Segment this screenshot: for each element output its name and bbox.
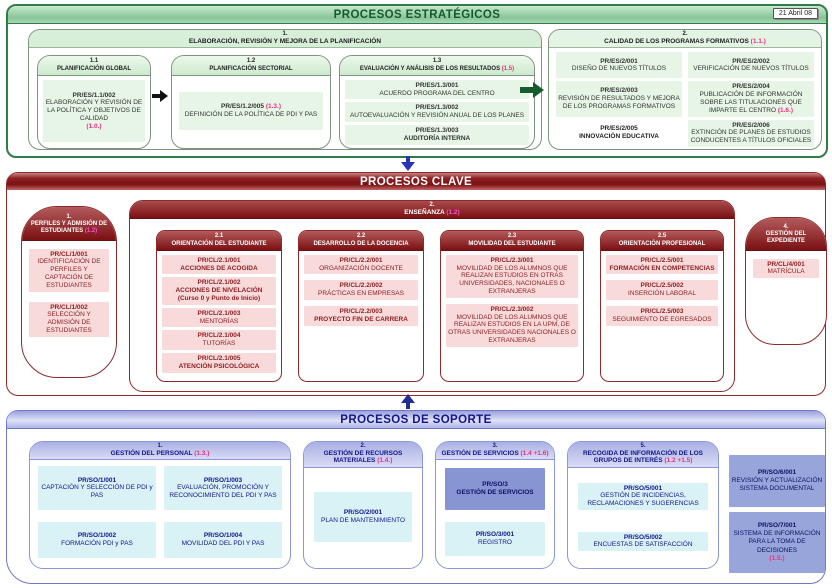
section-title-estrategicos: PROCESOS ESTRATÉGICOS (8, 6, 826, 24)
process-box-toma-decisiones: PR/SO/7/001 SISTEMA DE INFORMACIÓN PARA … (729, 512, 825, 573)
flow-arrow-down-icon (401, 156, 415, 171)
group-header: 5. RECOGIDA DE INFORMACIÓN DE LOS GRUPOS… (568, 442, 718, 468)
process-box: PR/CL/2.1/002 ACCIONES DE NIVELACIÓN (Cu… (162, 277, 276, 305)
process-box: PR/SO/1/002 FORMACIÓN PDI y PAS (38, 522, 156, 558)
process-box: PR/SO/3 GESTIÓN DE SERVICIOS (445, 468, 545, 511)
col-perfiles-admision: 1. PERFILES Y ADMISIÓN DE ESTUDIANTES (1… (21, 206, 117, 378)
process-box: PR/SO/5/002 ENCUESTAS DE SATISFACCIÓN (578, 531, 708, 552)
process-box-sistema-documental: PR/SO/6/001 REVISIÓN Y ACTUALIZACIÓN SIS… (729, 455, 825, 507)
group-elaboracion-planificacion: 1. ELABORACIÓN, REVISIÓN Y MEJORA DE LA … (28, 29, 542, 150)
process-box: PR/ES/2/003 REVISIÓN DE RESULTADOS Y MEJ… (556, 81, 682, 117)
process-box: PR/CL/2.2/002 PRÁCTICAS EN EMPRESAS (304, 280, 418, 300)
group-header: 2. CALIDAD DE LOS PROGRAMAS FORMATIVOS (… (549, 30, 821, 49)
process-box: PR/SO/3/001 REGISTRO (445, 522, 545, 557)
process-box: PR/CL/2.5/002 INSERCIÓN LABORAL (606, 280, 718, 300)
process-box: PR/ES/1.3/001 ACUERDO PROGRAMA DEL CENTR… (345, 79, 529, 100)
group-header: 1. GESTIÓN DEL PERSONAL (1.3.) (30, 442, 290, 461)
process-box: PR/ES/2/005 INNOVACIÓN EDUCATIVA (579, 125, 659, 141)
process-box: PR/ES/2/004 PUBLICACIÓN DE INFORMACIÓN S… (688, 81, 814, 117)
process-box: PR/CL/2.5/001 FORMACIÓN EN COMPETENCIAS (606, 254, 718, 275)
process-box: PR/CL/2.1/004 TUTORÍAS (162, 330, 276, 350)
process-box: PR/CL/2.2/003 PROYECTO FIN DE CARRERA (304, 305, 418, 326)
process-box: PR/SO/2/001 PLAN DE MANTENIMIENTO (314, 491, 412, 542)
process-box: PR/CL/4/001 MATRÍCULA (753, 258, 819, 279)
group-header: 1. ELABORACIÓN, REVISIÓN Y MEJORA DE LA … (29, 30, 541, 49)
process-box: PR/CL/2.1/003 MENTORÍAS (162, 307, 276, 328)
group-calidad-programas: 2. CALIDAD DE LOS PROGRAMAS FORMATIVOS (… (548, 29, 822, 150)
process-box: PR/ES/2/001 DISEÑO DE NUEVOS TÍTULOS (556, 52, 682, 79)
process-box: PR/CL/1/002 SELECCIÓN Y ADMISIÓN DE ESTU… (29, 301, 109, 337)
col-movilidad-estudiante: 2.3 MOVILIDAD DEL ESTUDIANTE PR/CL/2.3/0… (440, 230, 584, 383)
col-orientacion-estudiante: 2.1 ORIENTACIÓN DEL ESTUDIANTE PR/CL/2.1… (156, 230, 282, 383)
col-planificacion-global: 1.1 PLANIFICACIÓN GLOBAL PR/ES/1.1/002 E… (37, 55, 151, 149)
col-desarrollo-docencia: 2.2 DESARROLLO DE LA DOCENCIA PR/CL/2.2/… (298, 230, 424, 383)
process-box: PR/ES/2/006 EXTINCIÓN DE PLANES DE ESTUD… (688, 119, 814, 147)
process-box: PR/SO/1/003 EVALUACIÓN, PROMOCIÓN Y RECO… (164, 466, 282, 511)
group-gestion-servicios: 3. GESTIÓN DE SERVICIOS (1.4 +1.6) PR/SO… (435, 441, 555, 569)
process-box: PR/ES/1.1/002 ELABORACIÓN Y REVISIÓN DE … (43, 79, 145, 143)
section-procesos-soporte: PROCESOS DE SOPORTE 1. GESTIÓN DEL PERSO… (6, 410, 826, 584)
col-planificacion-sectorial: 1.2 PLANIFICACIÓN SECTORIAL PR/ES/1.2/00… (171, 55, 331, 149)
date-badge: 21 Abril 08 (772, 8, 818, 19)
section-procesos-clave: PROCESOS CLAVE 1. PERFILES Y ADMISIÓN DE… (6, 172, 827, 396)
process-box: PR/CL/2.1/001 ACCIONES DE ACOGIDA (162, 254, 276, 275)
col-evaluacion-resultados: 1.3 EVALUACIÓN Y ANÁLISIS DE LOS RESULTA… (339, 55, 535, 149)
process-box: PR/SO/1/004 MOVILIDAD DEL PDI Y PAS (164, 522, 282, 558)
section-title-clave: PROCESOS CLAVE (7, 173, 825, 190)
process-box: PR/ES/1.3/002 AUTOEVALUACIÓN Y REVISIÓN … (345, 102, 529, 122)
group-recursos-materiales: 2. GESTIÓN DE RECURSOS MATERIALES (1.4.)… (303, 441, 423, 569)
process-box: PR/CL/2.5/003 SEGUIMIENTO DE EGRESADOS (606, 305, 718, 326)
group-header: 3. GESTIÓN DE SERVICIOS (1.4 +1.6) (436, 442, 554, 461)
flow-arrow-up-icon (401, 394, 415, 409)
process-box: PR/ES/2/002 VERIFICACIÓN DE NUEVOS TÍTUL… (688, 52, 814, 79)
section-title-soporte: PROCESOS DE SOPORTE (7, 411, 825, 429)
group-gestion-personal: 1. GESTIÓN DEL PERSONAL (1.3.) PR/SO/1/0… (29, 441, 291, 569)
group-header: 2. ENSEÑANZA (1.2) (130, 201, 734, 220)
process-box: PR/SO/5/001 GESTIÓN DE INCIDENCIAS, RECL… (578, 482, 708, 511)
process-box: PR/ES/1.3/003 AUDITORÍA INTERNA (345, 124, 529, 145)
section-procesos-estrategicos: PROCESOS ESTRATÉGICOS 21 Abril 08 1. ELA… (6, 4, 828, 158)
process-box: PR/SO/1/001 CAPTACIÓN Y SELECCIÓN DE PDI… (38, 466, 156, 511)
group-header: 2. GESTIÓN DE RECURSOS MATERIALES (1.4.) (304, 442, 422, 468)
flow-arrow-right-icon (520, 82, 544, 98)
process-box: PR/CL/2.3/001 MOVILIDAD DE LOS ALUMNOS Q… (446, 254, 578, 298)
col-orientacion-profesional: 2.5 ORIENTACIÓN PROFESIONAL PR/CL/2.5/00… (600, 230, 724, 383)
process-box: PR/CL/1/001 IDENTIFICACIÓN DE PERFILES Y… (29, 248, 109, 292)
group-ensenanza: 2. ENSEÑANZA (1.2) 2.1 ORIENTACIÓN DEL E… (129, 200, 735, 392)
flow-arrow-right-icon (152, 90, 168, 103)
process-box: PR/CL/2.1/005 ATENCIÓN PSICOLÓGICA (162, 352, 276, 373)
col-gestion-expediente: 4. GESTIÓN DEL EXPEDIENTE PR/CL/4/001 MA… (745, 217, 827, 345)
process-box: PR/CL/2.3/002 MOVILIDAD DE LOS ALUMNOS Q… (446, 303, 578, 347)
process-box: PR/CL/2.2/001 ORGANIZACIÓN DOCENTE (304, 254, 418, 275)
process-box: PR/ES/1.2/005 (1.3.) DEFINICIÓN DE LA PO… (179, 92, 323, 131)
group-recogida-informacion: 5. RECOGIDA DE INFORMACIÓN DE LOS GRUPOS… (567, 441, 719, 569)
